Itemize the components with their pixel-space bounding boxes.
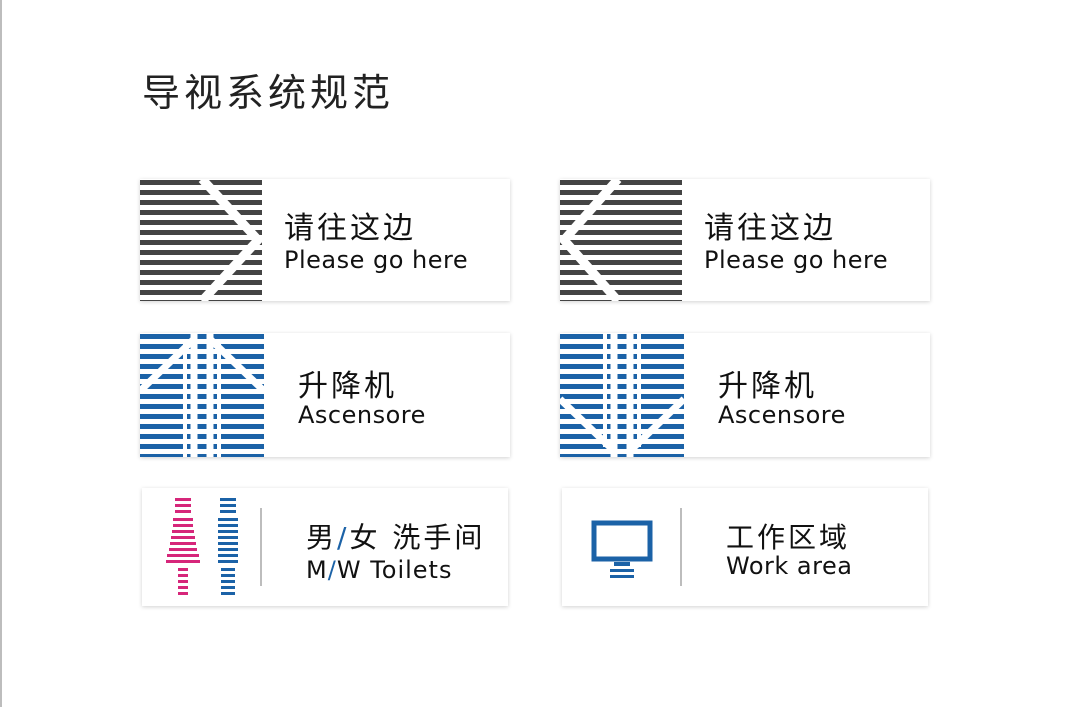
label-w: W	[336, 556, 362, 584]
elevator-up-icon	[140, 333, 264, 457]
label-m: M	[306, 556, 328, 584]
monitor-icon	[591, 520, 653, 578]
sign-english-label: Ascensore	[718, 401, 846, 429]
arrow-left-icon	[560, 179, 682, 301]
elevator-down-icon	[560, 333, 684, 457]
sign-go-left: 请往这边 Please go here	[560, 179, 930, 301]
sign-english-label: Please go here	[704, 246, 889, 274]
toilet-man-woman-icon	[166, 498, 238, 595]
sign-work-area: 工作区域 Work area	[562, 488, 928, 606]
label-toilets: Toilets	[370, 556, 453, 584]
sign-chinese-label: 男/女 洗手间	[306, 516, 485, 556]
sign-go-right: 请往这边 Please go here	[140, 179, 510, 301]
sign-chinese-label: 升降机	[718, 369, 817, 404]
sign-elevator-down: 升降机 Ascensore	[560, 333, 930, 457]
sign-divider	[260, 508, 262, 586]
sign-divider	[680, 508, 682, 586]
sign-chinese-label: 请往这边	[284, 211, 416, 246]
label-restroom: 洗手间	[392, 521, 486, 554]
sign-toilets: 男/女 洗手间 M/W Toilets	[142, 488, 508, 606]
label-women: 女	[349, 521, 381, 554]
label-men: 男	[306, 521, 338, 554]
sign-english-label: Work area	[726, 552, 853, 580]
sign-english-label: M/W Toilets	[306, 556, 452, 584]
label-separator: /	[327, 556, 337, 584]
arrow-right-icon	[140, 179, 262, 301]
left-edge-rule	[0, 0, 2, 707]
sign-english-label: Ascensore	[298, 401, 426, 429]
page-title: 导视系统规范	[142, 71, 395, 115]
sign-elevator-up: 升降机 Ascensore	[140, 333, 510, 457]
label-separator: /	[337, 521, 350, 554]
sign-chinese-label: 请往这边	[704, 211, 836, 246]
sign-english-label: Please go here	[284, 246, 469, 274]
sign-chinese-label: 升降机	[298, 369, 397, 404]
sign-chinese-label: 工作区域	[726, 521, 851, 554]
